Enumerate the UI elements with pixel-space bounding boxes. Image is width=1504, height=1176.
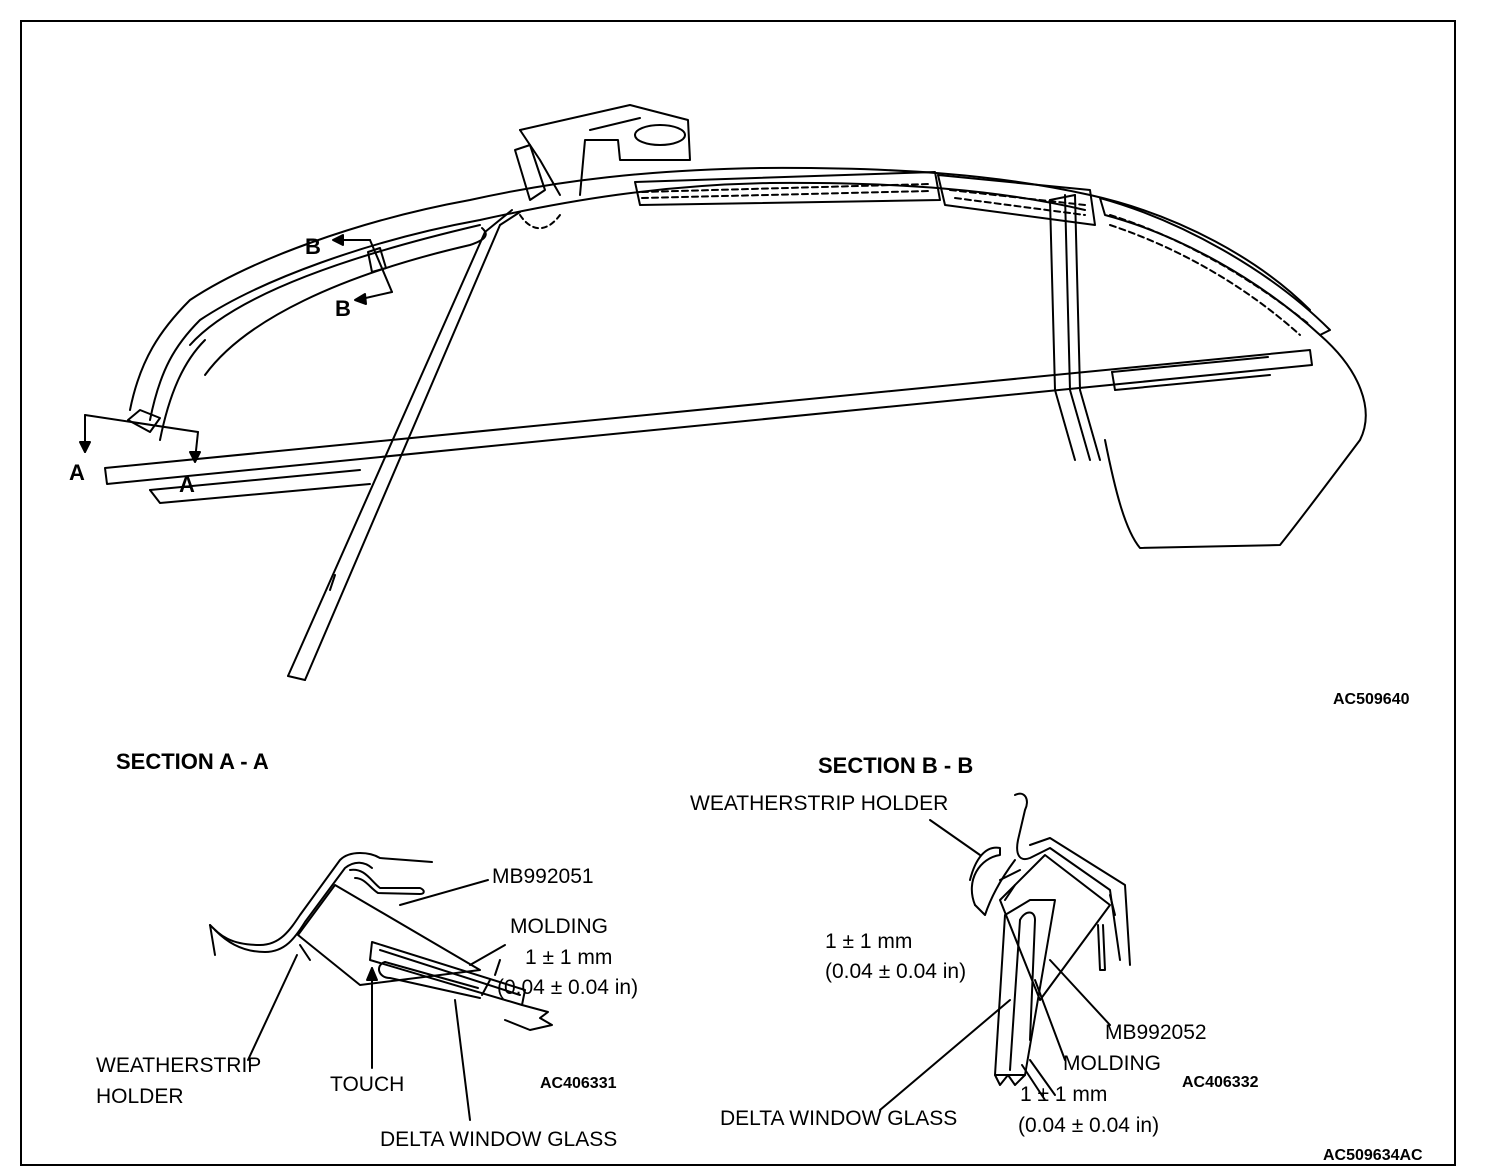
section-b-marker-upper: B (305, 234, 321, 259)
section-b-gap-mm: 1 ± 1 mm (825, 930, 913, 953)
section-b-molding-label: MOLDING (1063, 1052, 1162, 1075)
section-b-figure-id: AC406332 (1182, 1074, 1259, 1091)
section-b-gap-in: (0.04 ± 0.04 in) (825, 960, 967, 983)
diagram-frame (20, 20, 1456, 1166)
section-a-touch-label: TOUCH (330, 1073, 405, 1096)
section-b-tool-label: MB992052 (1105, 1021, 1207, 1044)
section-a-gap-in: (0.04 ± 0.04 in) (497, 976, 639, 999)
section-b-gap2-in: (0.04 ± 0.04 in) (1018, 1114, 1160, 1137)
section-b-marker-lower: B (335, 296, 351, 321)
section-a-molding-label: MOLDING (510, 915, 609, 938)
section-b-holder-label: WEATHERSTRIP HOLDER (690, 792, 949, 815)
section-a-glass-label: DELTA WINDOW GLASS (380, 1128, 618, 1151)
top-view-figure-id: AC509640 (1333, 691, 1410, 708)
section-a-title: SECTION A - A (116, 749, 269, 774)
door-frame-drawing (79, 104, 1367, 681)
section-a-figure-id: AC406331 (540, 1075, 617, 1092)
section-a-holder-line2: HOLDER (96, 1085, 184, 1108)
section-b-title: SECTION B - B (818, 753, 974, 778)
section-a-marker-left: A (69, 460, 85, 485)
section-b-glass-label: DELTA WINDOW GLASS (720, 1107, 958, 1130)
section-a-tool-label: MB992051 (492, 865, 594, 888)
page-figure-id: AC509634AC (1323, 1147, 1423, 1164)
section-b-drawing (879, 792, 1131, 1111)
section-a-marker-right: A (179, 472, 195, 497)
section-a-gap-mm: 1 ± 1 mm (525, 946, 613, 969)
section-a-holder-line1: WEATHERSTRIP (96, 1054, 262, 1077)
section-a-drawing (209, 852, 553, 1121)
section-b-gap2-mm: 1 ± 1 mm (1020, 1083, 1108, 1106)
